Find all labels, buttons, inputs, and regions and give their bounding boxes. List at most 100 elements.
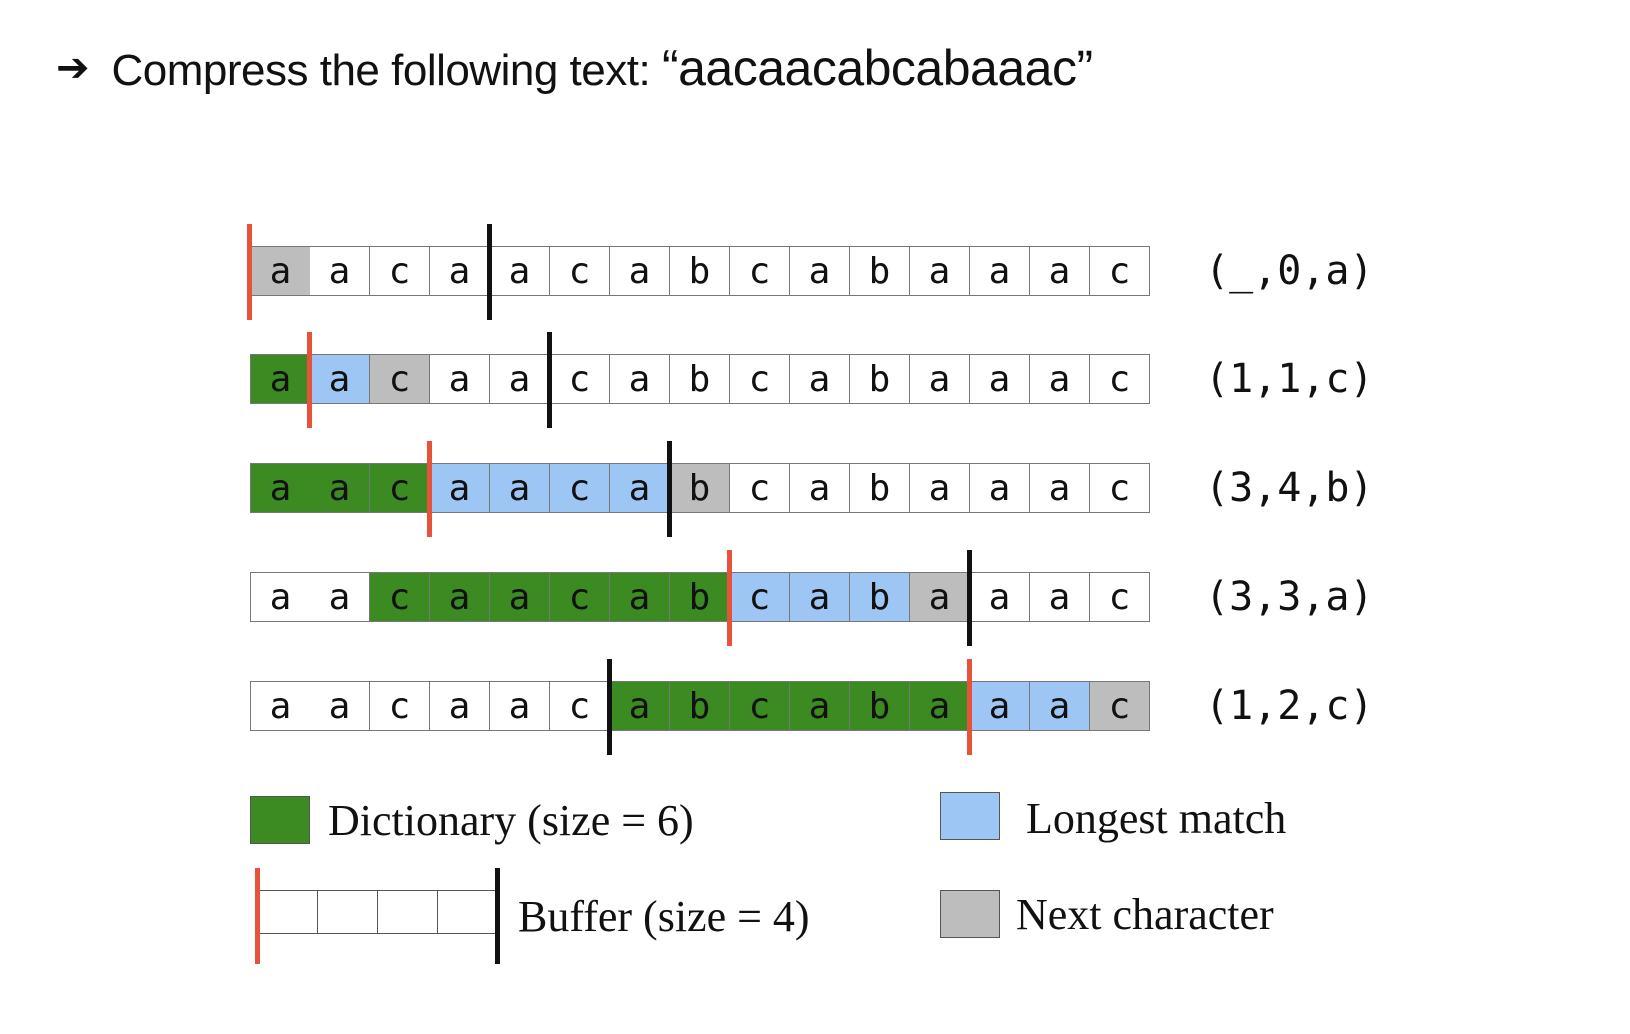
char-cell: a bbox=[250, 572, 311, 622]
char-cell: c bbox=[730, 246, 790, 296]
char-cell: a bbox=[610, 572, 670, 622]
char-cell: b bbox=[850, 572, 910, 622]
char-cell: a bbox=[970, 246, 1030, 296]
char-cell: c bbox=[370, 572, 430, 622]
char-cell: a bbox=[790, 572, 850, 622]
char-cell: c bbox=[370, 463, 430, 513]
legend-buffer-label: Buffer (size = 4) bbox=[518, 891, 810, 941]
char-cell: c bbox=[730, 463, 790, 513]
char-cell: a bbox=[430, 354, 490, 404]
char-cell: a bbox=[310, 246, 370, 296]
window-end-marker bbox=[607, 659, 612, 755]
char-cell: a bbox=[970, 354, 1030, 404]
heading-text: Compress the following text: “aacaacabca… bbox=[111, 39, 1094, 97]
char-cell: a bbox=[310, 354, 370, 404]
char-cell: a bbox=[910, 572, 970, 622]
char-cell: b bbox=[850, 463, 910, 513]
buffer-sample-cell bbox=[258, 890, 318, 934]
char-cell: a bbox=[1030, 681, 1090, 731]
char-cell: a bbox=[970, 572, 1030, 622]
legend-dictionary-label: Dictionary (size = 6) bbox=[328, 795, 694, 845]
char-cell: c bbox=[1090, 572, 1150, 622]
legend-buffer-swatch bbox=[255, 868, 500, 964]
legend-next-character-swatch bbox=[940, 890, 1000, 938]
char-cell: b bbox=[850, 246, 910, 296]
char-cell: a bbox=[250, 354, 311, 404]
char-cell: c bbox=[1090, 246, 1150, 296]
char-cell: b bbox=[850, 354, 910, 404]
buffer-start-marker bbox=[727, 550, 732, 646]
char-cell: a bbox=[490, 463, 550, 513]
buffer-start-marker bbox=[247, 224, 252, 320]
char-cell: a bbox=[970, 681, 1030, 731]
char-cell: a bbox=[610, 246, 670, 296]
char-cell: c bbox=[370, 246, 430, 296]
char-cell: a bbox=[790, 246, 850, 296]
char-cell: c bbox=[550, 246, 610, 296]
char-cell: a bbox=[310, 463, 370, 513]
char-cell: c bbox=[730, 354, 790, 404]
char-cell: a bbox=[970, 463, 1030, 513]
buffer-start-marker bbox=[967, 659, 972, 755]
char-cell: a bbox=[490, 572, 550, 622]
char-cell: c bbox=[1090, 463, 1150, 513]
char-cell: c bbox=[730, 681, 790, 731]
heading-prefix: Compress the following text: bbox=[111, 46, 662, 95]
char-cell: a bbox=[430, 681, 490, 731]
output-triple: (1,2,c) bbox=[1205, 683, 1374, 729]
char-cell: a bbox=[910, 246, 970, 296]
char-cell: a bbox=[1030, 246, 1090, 296]
window-end-marker bbox=[967, 550, 972, 646]
char-cell: c bbox=[730, 572, 790, 622]
buffer-start-marker bbox=[307, 332, 312, 428]
heading: ➔ Compress the following text: “aacaacab… bbox=[56, 36, 1093, 100]
char-cell: a bbox=[490, 246, 550, 296]
char-cell: b bbox=[850, 681, 910, 731]
buffer-start-marker bbox=[427, 441, 432, 537]
char-cell: c bbox=[370, 681, 430, 731]
char-cell: b bbox=[670, 572, 730, 622]
char-cell: a bbox=[250, 681, 311, 731]
char-cell: a bbox=[310, 681, 370, 731]
char-cell: a bbox=[790, 463, 850, 513]
char-cell: b bbox=[670, 354, 730, 404]
char-cell: a bbox=[910, 681, 970, 731]
buffer-sample-red-marker bbox=[255, 868, 260, 964]
char-cell: c bbox=[550, 681, 610, 731]
char-cell: a bbox=[610, 354, 670, 404]
buffer-sample-black-marker bbox=[495, 868, 500, 964]
char-cell: a bbox=[430, 572, 490, 622]
legend-dictionary-swatch bbox=[250, 796, 310, 844]
legend-next-character-label: Next character bbox=[1016, 889, 1274, 939]
char-cell: a bbox=[1030, 572, 1090, 622]
char-cell: a bbox=[790, 354, 850, 404]
char-cell: a bbox=[430, 246, 490, 296]
char-cell: a bbox=[610, 463, 670, 513]
legend-longest-match-label: Longest match bbox=[1026, 793, 1287, 843]
legend-longest-match-swatch bbox=[940, 792, 1000, 840]
output-triple: (3,4,b) bbox=[1205, 465, 1374, 511]
char-cell: a bbox=[610, 681, 670, 731]
char-cell: b bbox=[670, 246, 730, 296]
window-end-marker bbox=[487, 224, 492, 320]
char-cell: a bbox=[790, 681, 850, 731]
window-end-marker bbox=[547, 332, 552, 428]
char-cell: c bbox=[370, 354, 430, 404]
char-cell: a bbox=[910, 463, 970, 513]
char-cell: a bbox=[1030, 354, 1090, 404]
buffer-sample-cell bbox=[438, 890, 498, 934]
output-triple: (_,0,a) bbox=[1205, 248, 1374, 294]
output-triple: (1,1,c) bbox=[1205, 356, 1374, 402]
heading-quoted-text: “aacaacabcabaaac” bbox=[661, 40, 1093, 96]
char-cell: a bbox=[490, 681, 550, 731]
char-cell: c bbox=[1090, 354, 1150, 404]
char-cell: a bbox=[490, 354, 550, 404]
char-cell: c bbox=[550, 354, 610, 404]
char-cell: a bbox=[1030, 463, 1090, 513]
window-end-marker bbox=[667, 441, 672, 537]
char-cell: c bbox=[550, 572, 610, 622]
